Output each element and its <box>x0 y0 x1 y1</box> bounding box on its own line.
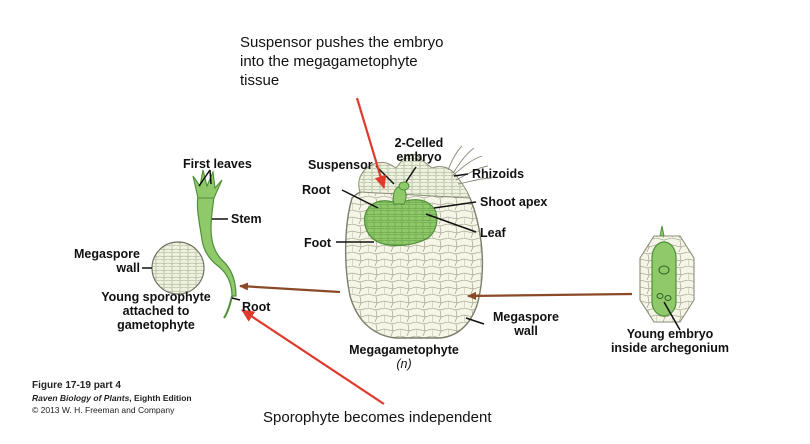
label-rhizoids: Rhizoids <box>472 167 525 181</box>
label-shoot-apex: Shoot apex <box>480 195 548 209</box>
young-sporophyte-illustration <box>151 169 237 319</box>
rhizoids <box>447 145 493 185</box>
sporophyte-body <box>196 193 237 297</box>
progression-arrow-right <box>467 291 633 300</box>
label-megagametophyte: Megagametophyte (n) <box>349 343 459 371</box>
progression-arrow-left <box>239 282 341 294</box>
sporophyte-note: Sporophyte becomes independent <box>263 409 492 426</box>
label-young-embryo: Young embryo inside archegonium <box>610 327 730 355</box>
caption-figure: Figure 17-19 part 4 <box>32 380 121 391</box>
label-megaspore-wall-left: Megaspore wall <box>74 247 140 275</box>
suspensor-note: Suspensor pushes the embryo into the meg… <box>240 34 444 89</box>
label-stem: Stem <box>231 212 262 226</box>
label-first-leaves: First leaves <box>183 157 252 171</box>
label-megaspore-wall-right: Megaspore wall <box>493 310 559 338</box>
label-suspensor: Suspensor <box>308 158 373 172</box>
caption-copyright: © 2013 W. H. Freeman and Company <box>32 405 175 415</box>
label-young-sporophyte: Young sporophyte attached to gametophyte <box>101 290 211 332</box>
caption-book: Raven Biology of Plants, Eighth Edition <box>32 393 192 403</box>
young-embryo-shape <box>651 241 677 317</box>
label-root-center: Root <box>302 183 331 197</box>
label-leaf: Leaf <box>480 226 506 240</box>
sporophyte-note-arrow <box>241 309 385 405</box>
label-root-left: Root <box>242 300 271 314</box>
suspensor-note-arrow <box>355 97 387 189</box>
megagametophyte-illustration <box>344 145 493 339</box>
label-foot: Foot <box>304 236 332 250</box>
megaspore-left <box>151 241 205 295</box>
label-two-celled-embryo: 2-Celled embryo <box>394 136 444 164</box>
archegonium-illustration <box>639 225 695 323</box>
leader-lines <box>142 165 681 331</box>
archegonium-neck <box>659 225 665 237</box>
